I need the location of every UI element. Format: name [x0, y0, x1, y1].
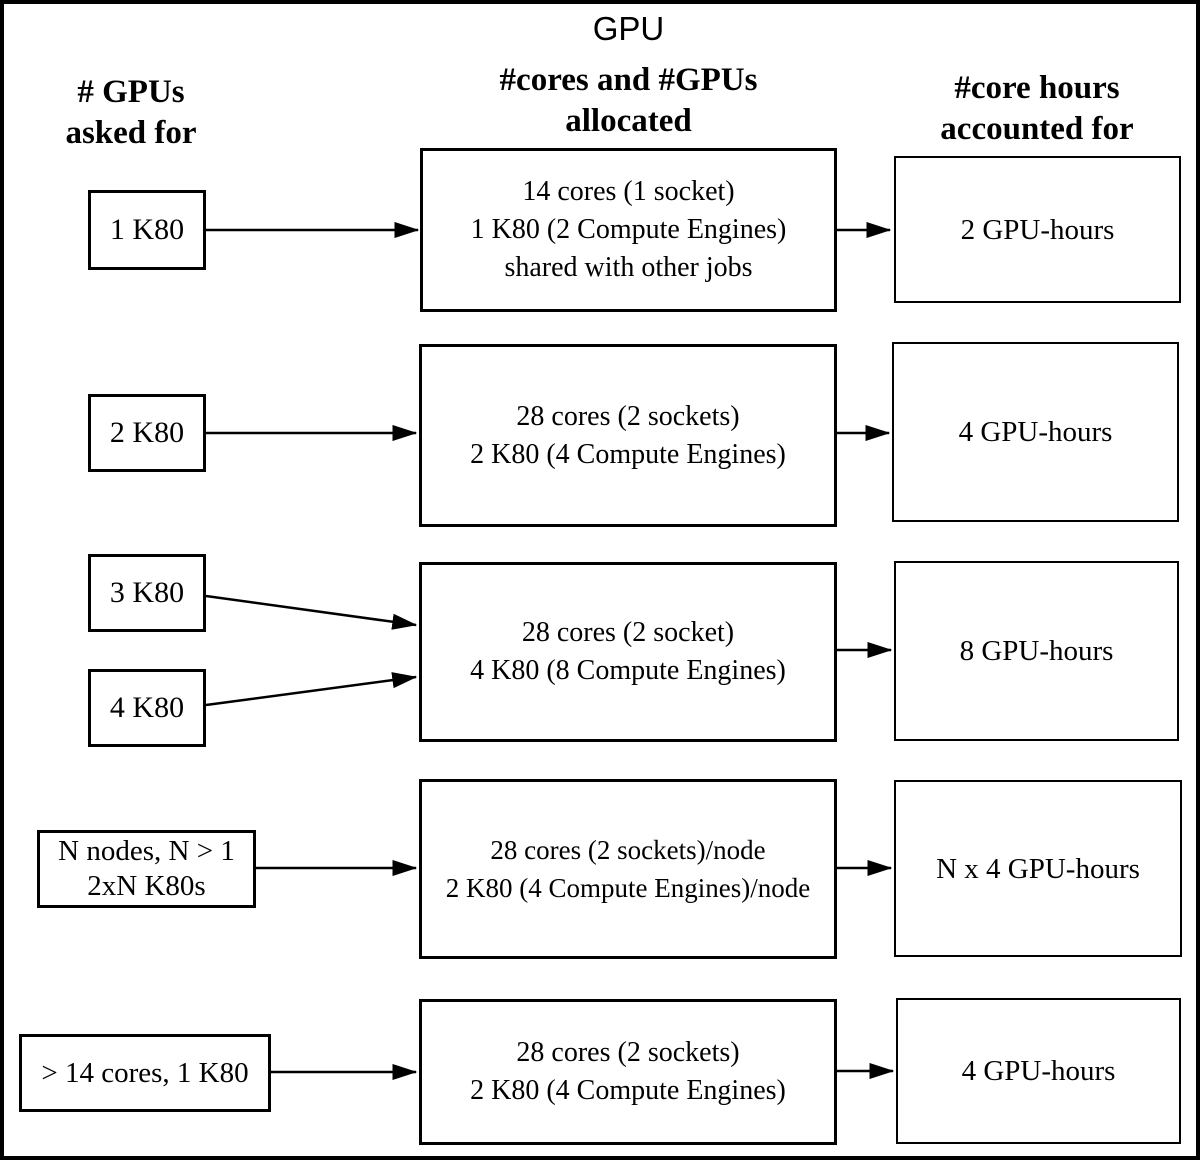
box-text: 4 GPU-hours: [958, 416, 1113, 448]
asked-box-3-k80: 3 K80: [88, 554, 206, 632]
column-header-accounted: #core hours accounted for: [890, 68, 1184, 150]
asked-box-14-cores-1-k80: > 14 cores, 1 K80: [19, 1034, 271, 1112]
allocated-box-row2: 28 cores (2 sockets) 2 K80 (4 Compute En…: [419, 344, 837, 527]
box-text: 2 GPU-hours: [960, 213, 1115, 246]
column-header-gpus-asked: # GPUs asked for: [19, 72, 243, 154]
page-title: GPU: [592, 10, 665, 47]
allocated-box-row4: 28 cores (2 sockets)/node 2 K80 (4 Compu…: [419, 779, 837, 959]
box-text: 2 K80: [109, 416, 185, 449]
box-text: > 14 cores, 1 K80: [41, 1056, 249, 1089]
header-line: #cores and #GPUs: [499, 62, 758, 98]
box-text: N x 4 GPU-hours: [936, 852, 1140, 885]
allocated-box-row1: 14 cores (1 socket) 1 K80 (2 Compute Eng…: [420, 148, 837, 312]
box-text: 1 K80 (2 Compute Engines): [470, 214, 787, 245]
box-text: 2xN K80s: [87, 870, 206, 902]
arrow-row3-4k80-to-allocated: [205, 672, 418, 707]
header-line: allocated: [565, 103, 692, 139]
accounted-box-row5: 4 GPU-hours: [896, 998, 1181, 1144]
box-text: shared with other jobs: [504, 252, 753, 283]
box-text: 4 K80: [109, 691, 185, 724]
accounted-box-row3: 8 GPU-hours: [894, 561, 1179, 741]
header-line: # GPUs: [77, 74, 185, 110]
column-header-allocated: #cores and #GPUs allocated: [420, 60, 837, 142]
asked-box-1-k80: 1 K80: [88, 190, 206, 270]
allocated-box-row5: 28 cores (2 sockets) 2 K80 (4 Compute En…: [419, 999, 837, 1145]
box-text: 4 GPU-hours: [961, 1055, 1116, 1087]
header-line: asked for: [65, 115, 197, 151]
box-text: 28 cores (2 sockets): [516, 1037, 740, 1068]
box-text: 2 K80 (4 Compute Engines): [470, 438, 786, 470]
header-line: #core hours: [954, 70, 1120, 106]
box-text: 4 K80 (8 Compute Engines): [470, 655, 786, 686]
accounted-box-row1: 2 GPU-hours: [894, 156, 1181, 303]
accounted-box-row2: 4 GPU-hours: [892, 342, 1179, 522]
box-text: 1 K80: [109, 213, 185, 246]
arrow-row3-3k80-to-allocated: [205, 594, 418, 630]
box-text: 2 K80 (4 Compute Engines): [470, 1075, 786, 1106]
box-text: 14 cores (1 socket): [522, 176, 735, 207]
allocated-box-row3: 28 cores (2 socket) 4 K80 (8 Compute Eng…: [419, 562, 837, 742]
box-text: 2 K80 (4 Compute Engines)/node: [445, 873, 811, 903]
asked-box-2-k80: 2 K80: [88, 394, 206, 472]
box-text: 3 K80: [109, 576, 185, 609]
header-line: accounted for: [940, 111, 1134, 147]
box-text: 8 GPU-hours: [959, 635, 1114, 667]
asked-box-n-nodes: N nodes, N > 1 2xN K80s: [37, 830, 256, 908]
box-text: 28 cores (2 sockets)/node: [490, 835, 766, 865]
box-text: 28 cores (2 sockets): [516, 400, 740, 432]
box-text: 28 cores (2 socket): [521, 617, 735, 648]
accounted-box-row4: N x 4 GPU-hours: [894, 780, 1182, 957]
asked-box-4-k80: 4 K80: [88, 669, 206, 747]
box-text: N nodes, N > 1: [58, 835, 235, 867]
